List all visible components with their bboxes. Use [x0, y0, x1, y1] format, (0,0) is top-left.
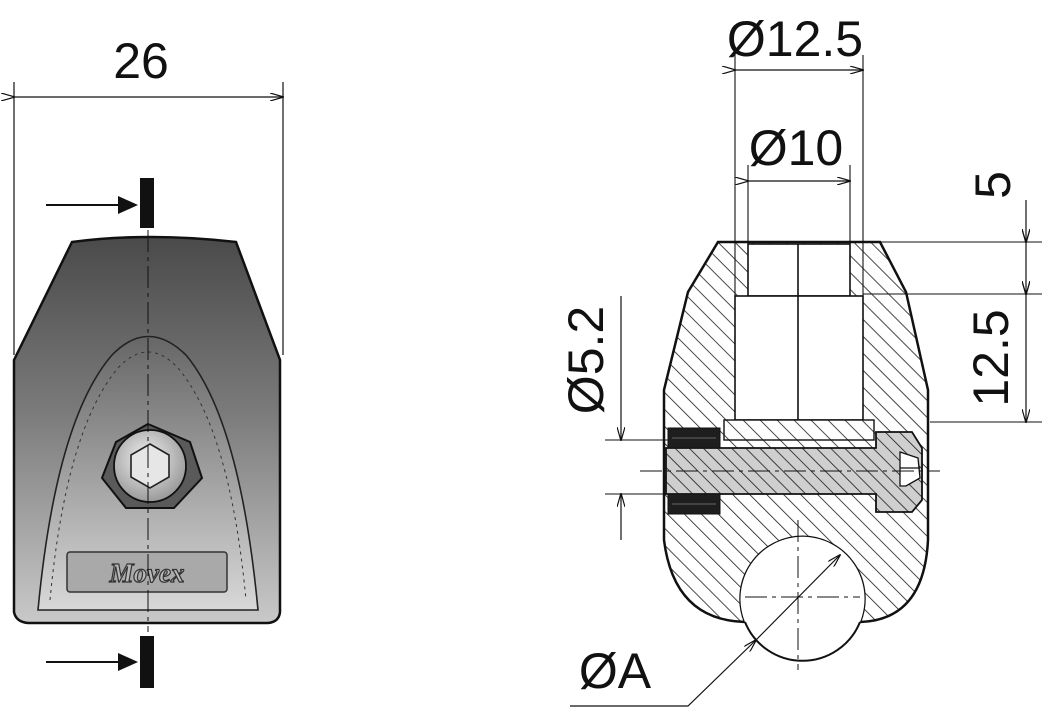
depth-12-5-text: 12.5: [963, 309, 1019, 406]
dia-a-text: ØA: [579, 643, 652, 699]
logo-plate: Movex: [66, 551, 228, 593]
dia-10-text: Ø10: [749, 120, 844, 176]
dia-a-dimension-line: [756, 555, 840, 640]
section-marker-top: [46, 178, 154, 228]
cross-bolt: [665, 431, 923, 513]
dia-12-5-text: Ø12.5: [727, 11, 863, 67]
slot-gap: [723, 419, 875, 441]
width-dimension-text: 26: [113, 33, 169, 89]
front-view: 26 Movex: [14, 33, 283, 688]
section-marker-bottom: [46, 636, 154, 688]
hex-bolt-icon: [100, 422, 204, 509]
logo-text: Movex: [109, 558, 185, 588]
dia-a-leader: [570, 639, 757, 707]
section-view: Ø12.5 Ø10 5 12.5 Ø5.2 ØA: [558, 11, 1042, 707]
dia-5-2-text: Ø5.2: [558, 306, 614, 414]
bore: [734, 295, 864, 421]
bolt-head-hex: [899, 451, 921, 487]
clamp-arch-inner: [49, 351, 247, 601]
counterbore: [747, 243, 851, 297]
depth-5-text: 5: [965, 171, 1021, 199]
